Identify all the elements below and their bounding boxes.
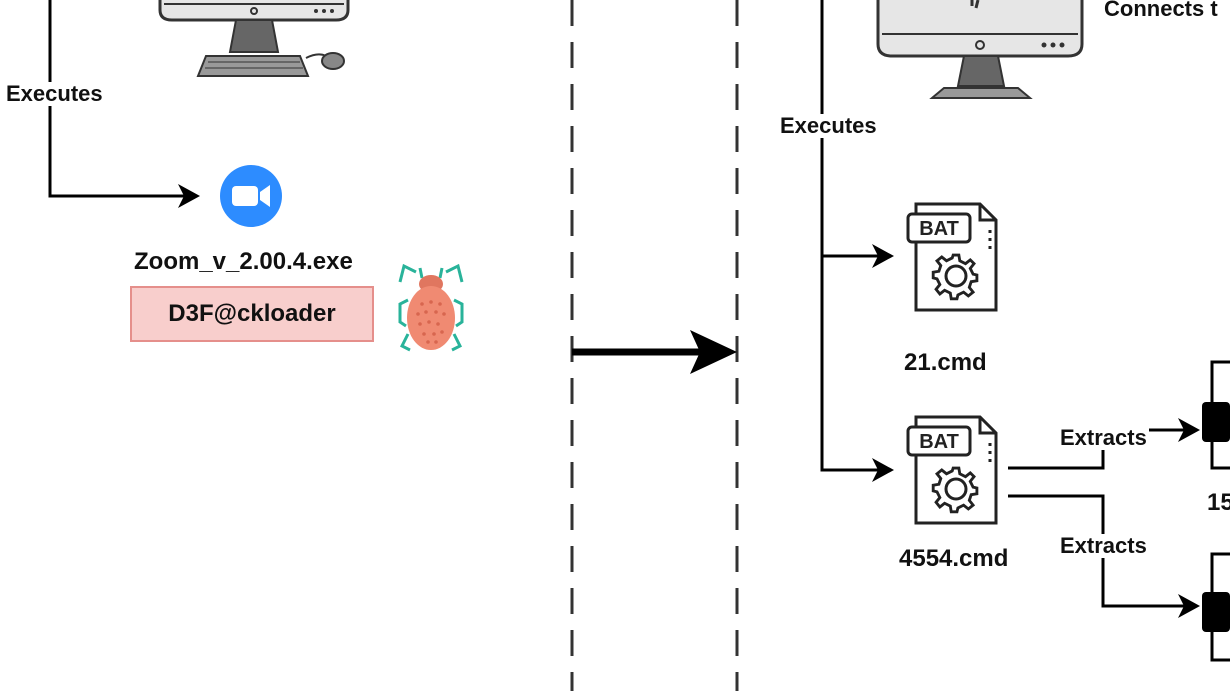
right-executes-connector bbox=[820, 0, 880, 472]
cmd1-name-label: 21.cmd bbox=[904, 349, 987, 376]
extracts-arrowhead-2 bbox=[1178, 594, 1200, 618]
extracts-arrowhead-1 bbox=[1178, 418, 1200, 442]
malware-name-label: D3F@ckloader bbox=[168, 300, 336, 327]
archive-name-label-partial: 15 bbox=[1207, 489, 1230, 516]
archive-icon-2 bbox=[1202, 552, 1230, 662]
connects-label: Connects t bbox=[1104, 0, 1218, 21]
transition-arrow-head bbox=[690, 330, 737, 374]
bat-tag-1: BAT bbox=[919, 218, 959, 240]
right-executes-label: Executes bbox=[778, 113, 879, 138]
exe-name-label: Zoom_v_2.00.4.exe bbox=[134, 248, 353, 275]
malware-name-box: D3F@ckloader bbox=[130, 286, 374, 342]
archive-icon-1 bbox=[1202, 360, 1230, 470]
bug-icon bbox=[398, 263, 464, 352]
bat-file-icon-2: BAT bbox=[906, 415, 998, 525]
left-executes-connector bbox=[48, 0, 188, 198]
right-executes-arrowhead-1 bbox=[872, 244, 894, 268]
computer-icon bbox=[158, 0, 350, 77]
left-executes-arrowhead bbox=[178, 184, 200, 208]
extracts-label-2: Extracts bbox=[1058, 533, 1149, 558]
extracts-label-1: Extracts bbox=[1058, 425, 1149, 450]
server-computer-icon bbox=[876, 0, 1084, 99]
zoom-icon bbox=[220, 165, 282, 227]
right-executes-arrowhead-2 bbox=[872, 458, 894, 482]
left-executes-label: Executes bbox=[4, 81, 105, 106]
bat-file-icon-1: BAT bbox=[906, 202, 998, 312]
bat-tag-2: BAT bbox=[919, 431, 959, 453]
cmd2-name-label: 4554.cmd bbox=[899, 545, 1009, 572]
